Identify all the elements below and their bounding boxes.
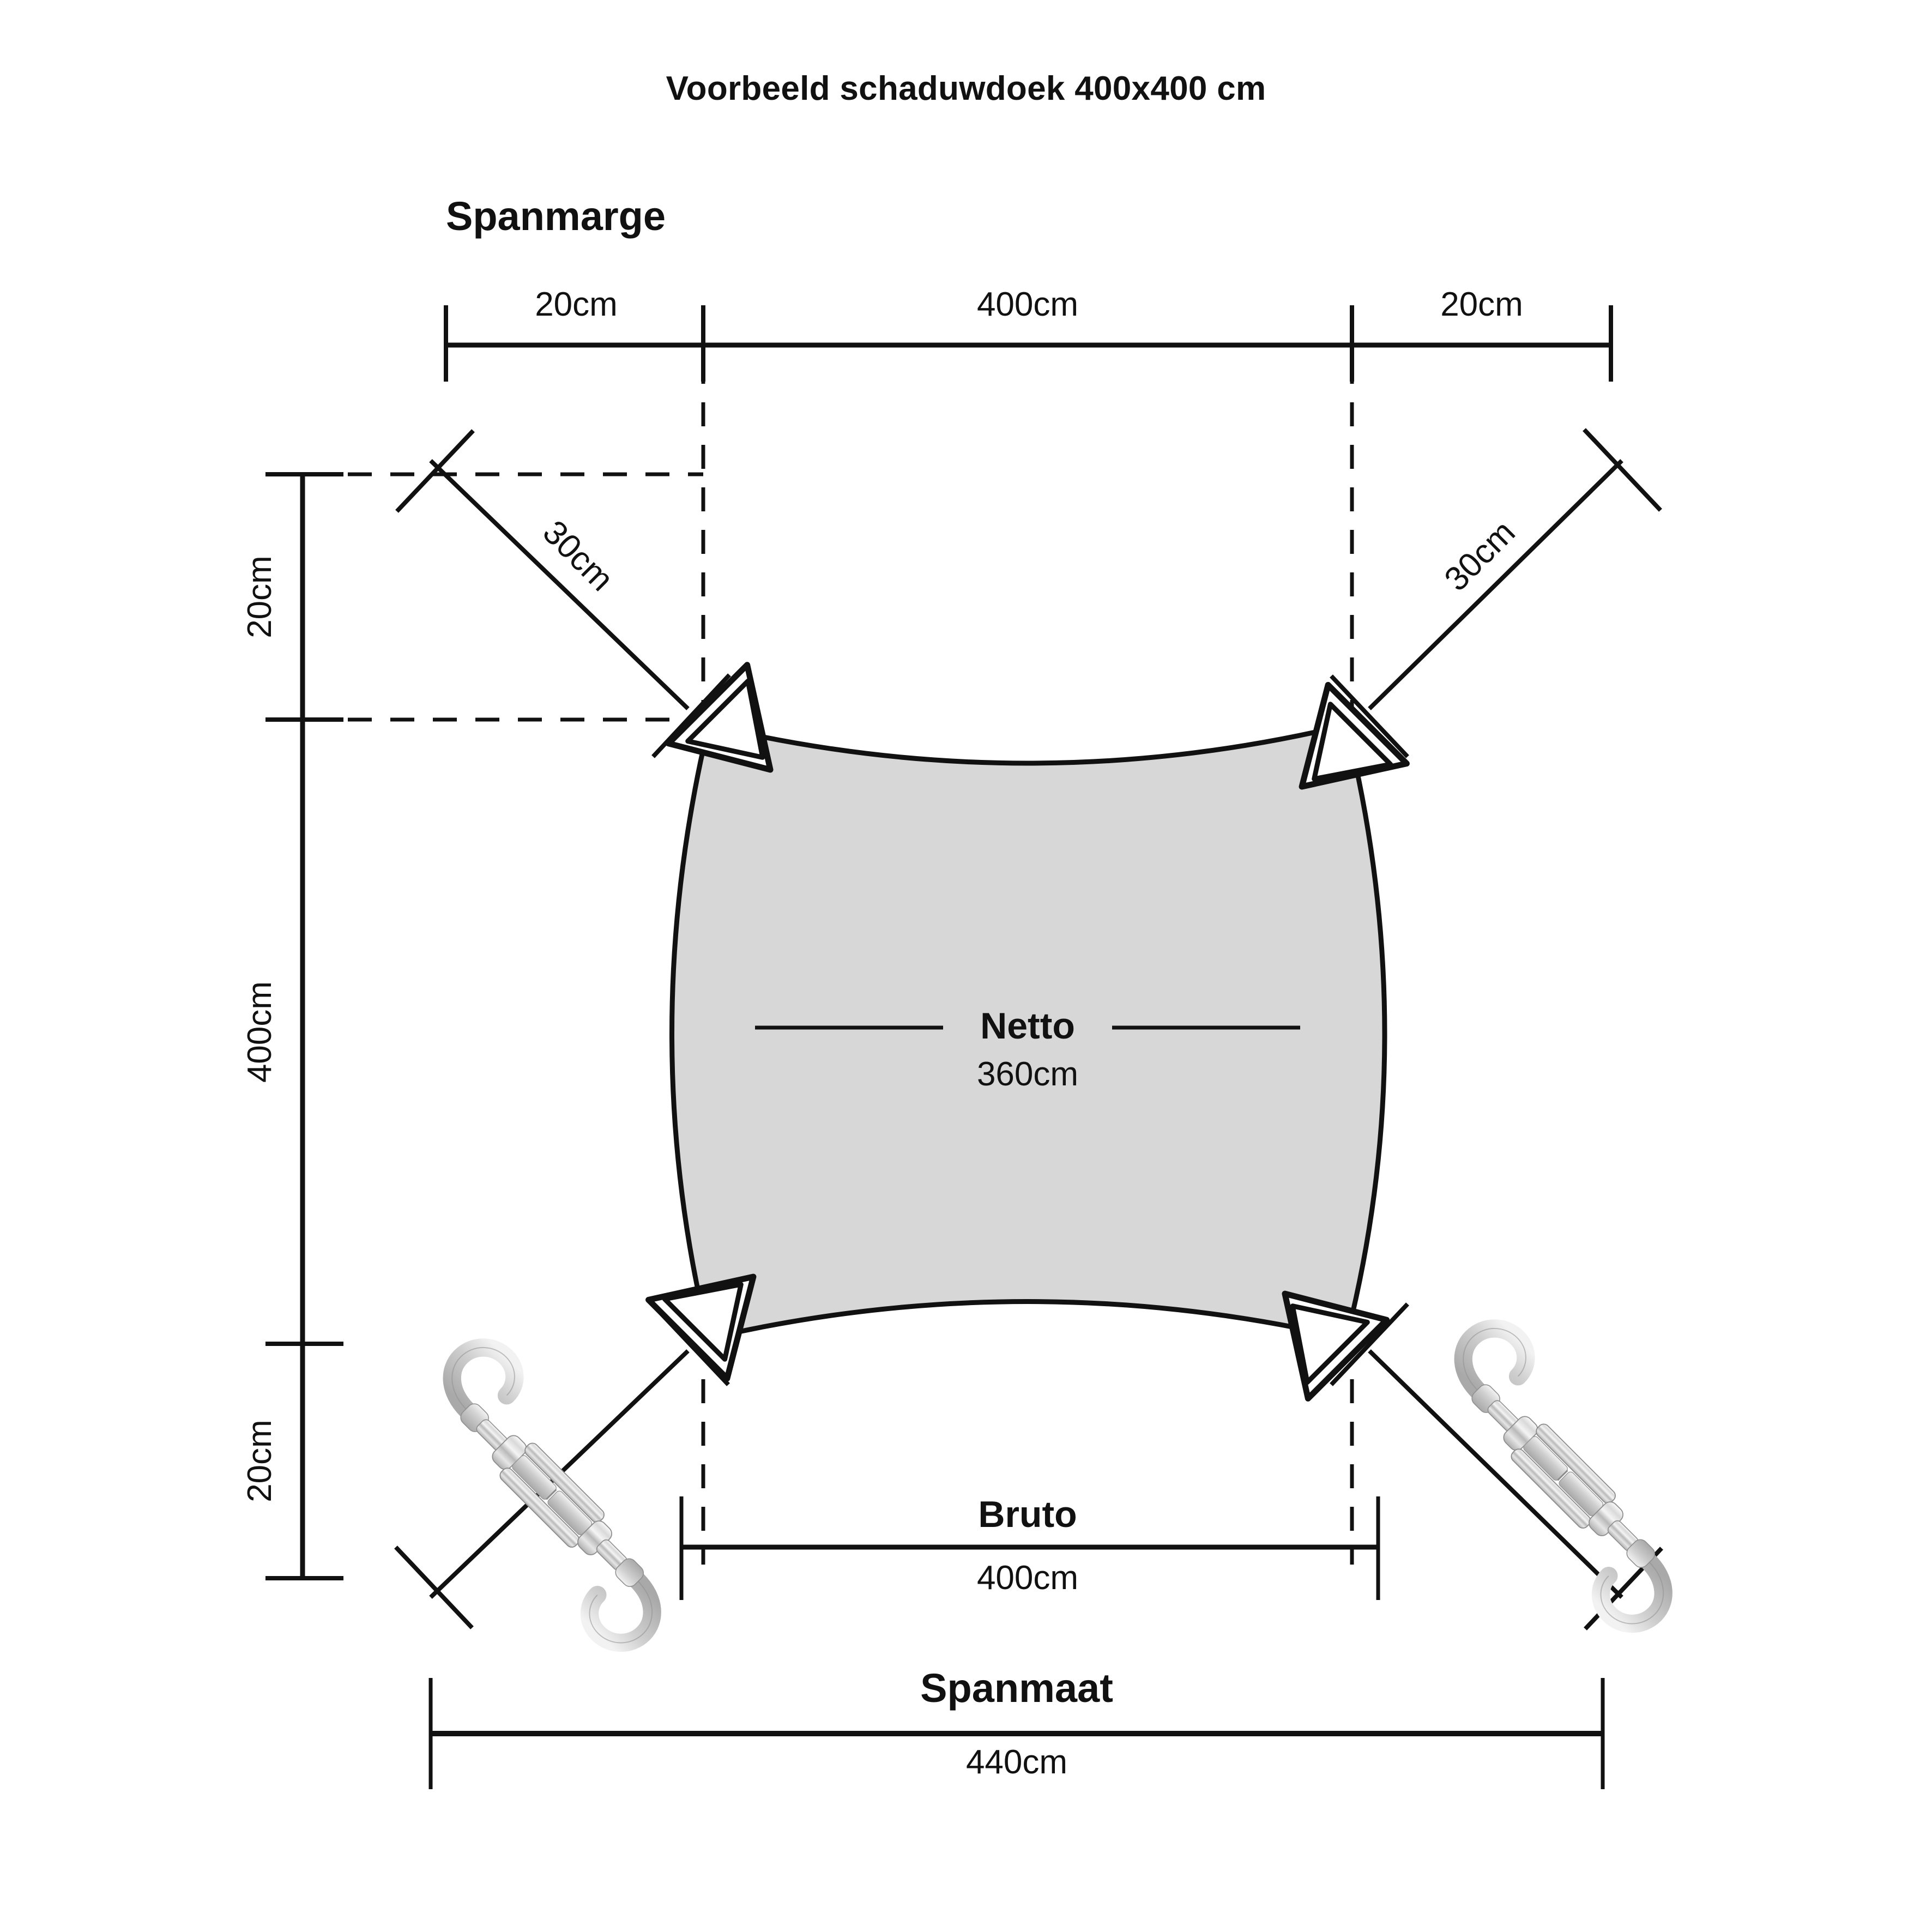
diagonal-tick-bottom-right-inner: [1330, 1302, 1409, 1386]
page-title: Voorbeeld schaduwdoek 400x400 cm: [666, 70, 1266, 107]
top-left-margin-label: 20cm: [535, 286, 618, 323]
left-bottom-margin-label: 20cm: [241, 1420, 279, 1502]
bruto-value-label: 400cm: [976, 1559, 1079, 1597]
turnbuckle-bottom-left: [391, 1334, 713, 1656]
diagonal-line-top-right: [1368, 459, 1623, 710]
diagonal-tick-top-right-outer: [1583, 428, 1662, 512]
spanmaat-label: Spanmaat: [920, 1665, 1113, 1711]
spanmaat-dimension-line: [428, 1678, 1605, 1789]
netto-value-label: 360cm: [976, 1055, 1079, 1093]
left-center-label: 400cm: [241, 981, 279, 1083]
diagonal-tick-bottom-left-outer: [394, 1545, 474, 1629]
corner-ring-bottom-right: [1282, 1290, 1390, 1402]
left-dimension-line: [265, 472, 343, 1580]
corner-ring-bottom-left: [645, 1273, 757, 1382]
spanmaat-value-label: 440cm: [965, 1743, 1068, 1781]
corner-ring-top-left: [665, 662, 774, 773]
left-top-margin-label: 20cm: [241, 556, 279, 638]
turnbuckle-bottom-right: [1402, 1315, 1724, 1637]
bruto-label: Bruto: [978, 1494, 1077, 1535]
diagonal-line-bottom-right: [1368, 1349, 1623, 1599]
diagonal-line-top-left: [429, 459, 690, 710]
top-center-label: 400cm: [976, 286, 1079, 323]
spanmarge-heading: Spanmarge: [446, 194, 666, 239]
top-right-margin-label: 20cm: [1440, 286, 1523, 323]
bruto-dimension-line: [679, 1496, 1380, 1600]
construction-dashed-lines: [305, 360, 1354, 1565]
top-dimension-line: [444, 305, 1613, 382]
netto-label: Netto: [980, 1005, 1075, 1047]
diagonal-tick-top-left-outer: [395, 429, 475, 513]
corner-hardware-group: [645, 662, 1410, 1402]
corner-ring-top-right: [1299, 681, 1410, 790]
diagonal-tick-top-right-inner: [1330, 674, 1409, 758]
